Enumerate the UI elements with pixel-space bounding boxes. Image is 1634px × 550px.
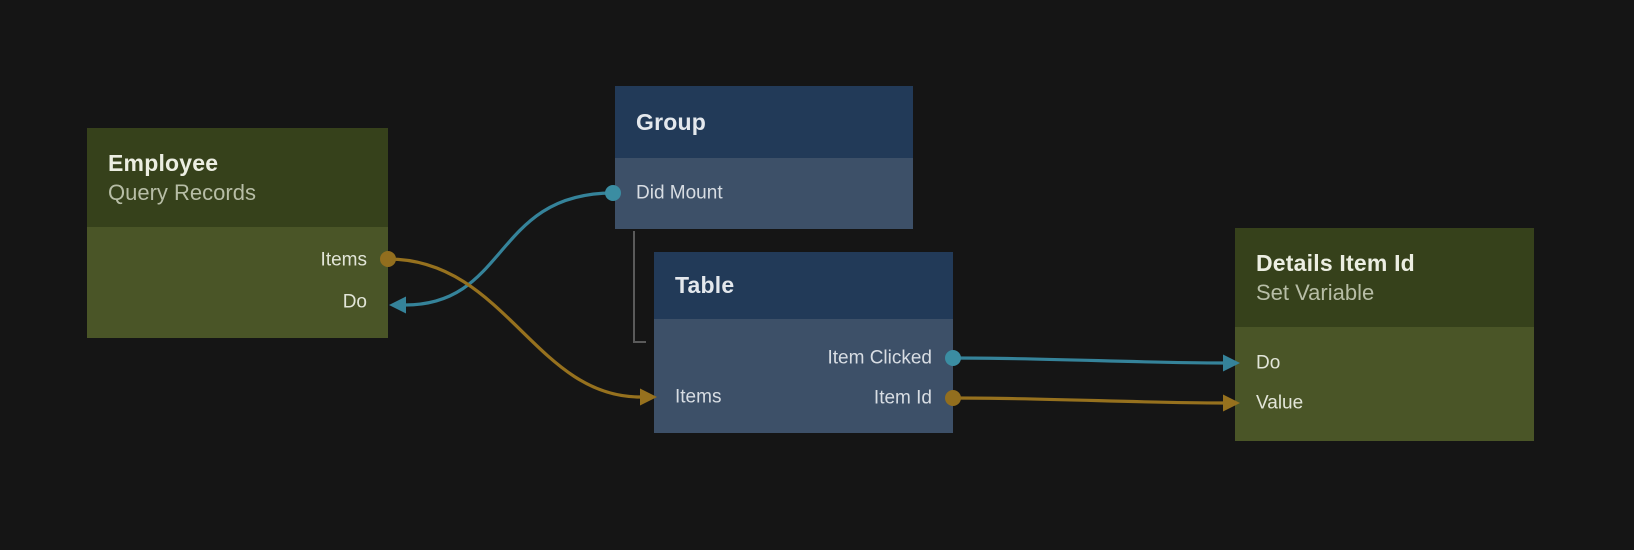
node-subtitle: Query Records xyxy=(108,179,256,205)
port-table-items[interactable]: Items xyxy=(675,388,721,407)
port-details-do[interactable]: Do xyxy=(1256,354,1280,373)
edge-itemclicked-to-details-do[interactable] xyxy=(951,356,1225,365)
group-table-bracket xyxy=(633,231,646,343)
port-label: Do xyxy=(342,291,367,313)
port-table-item-id[interactable]: Item Id xyxy=(874,389,932,408)
arrowhead-employee-do xyxy=(389,296,406,314)
edge-didmount-to-do[interactable] xyxy=(403,191,615,307)
node-group[interactable]: Group Did Mount xyxy=(615,86,913,229)
node-table-header[interactable]: Table xyxy=(654,252,953,319)
node-title: Group xyxy=(636,108,706,135)
port-details-value[interactable]: Value xyxy=(1256,394,1303,413)
node-table-body: Item Clicked Items Item Id xyxy=(654,319,953,433)
node-details-item-id[interactable]: Details Item Id Set Variable Do Value xyxy=(1235,228,1534,441)
node-title: Details Item Id xyxy=(1256,249,1415,276)
node-employee-header[interactable]: Employee Query Records xyxy=(87,128,388,227)
edge-itemid-to-details-value[interactable] xyxy=(951,396,1225,405)
port-label: Did Mount xyxy=(636,182,723,204)
port-label: Value xyxy=(1256,392,1304,414)
port-label: Item Clicked xyxy=(827,347,932,369)
node-group-header[interactable]: Group xyxy=(615,86,913,158)
node-employee-body: Items Do xyxy=(87,227,388,338)
edge-items-to-table-items[interactable] xyxy=(386,257,642,399)
port-label: Items xyxy=(320,249,367,271)
port-table-item-clicked[interactable]: Item Clicked xyxy=(827,349,932,368)
node-details-header[interactable]: Details Item Id Set Variable xyxy=(1235,228,1534,327)
port-label: Items xyxy=(675,386,722,408)
node-title: Employee xyxy=(108,149,219,176)
node-title: Table xyxy=(675,272,735,298)
node-subtitle: Set Variable xyxy=(1256,279,1375,305)
port-employee-items[interactable]: Items xyxy=(321,251,367,270)
port-employee-do[interactable]: Do xyxy=(343,293,367,312)
port-label: Do xyxy=(1256,352,1281,374)
node-group-body: Did Mount xyxy=(615,158,913,229)
port-group-did-mount[interactable]: Did Mount xyxy=(636,184,723,203)
node-table[interactable]: Table Item Clicked Items Item Id xyxy=(654,252,953,433)
node-details-body: Do Value xyxy=(1235,327,1534,441)
node-employee[interactable]: Employee Query Records Items Do xyxy=(87,128,388,338)
port-label: Item Id xyxy=(873,387,932,409)
